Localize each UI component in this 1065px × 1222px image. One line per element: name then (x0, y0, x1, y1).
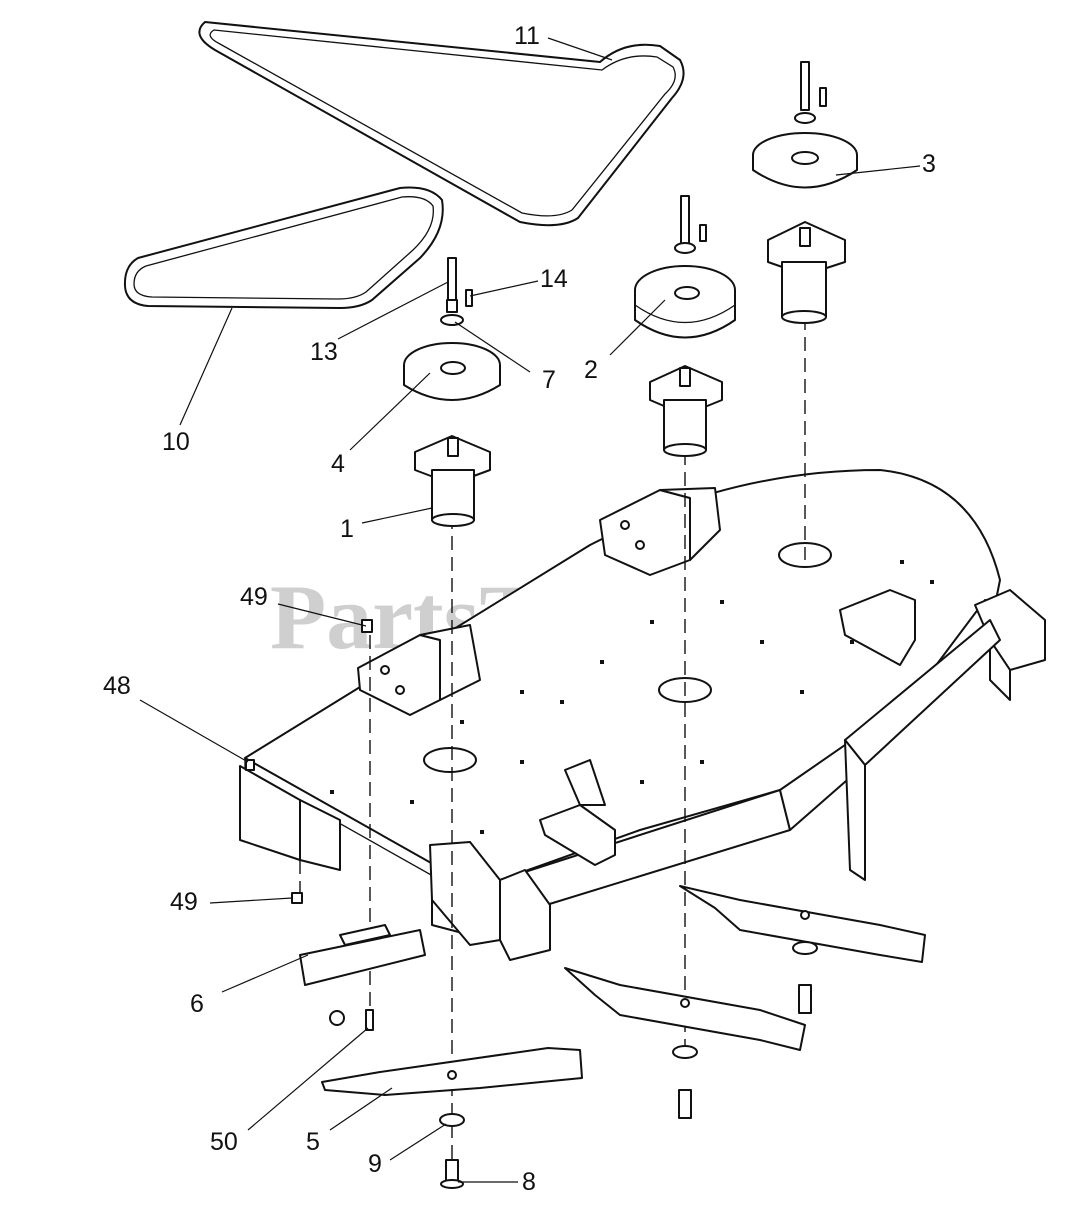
callout-8: 8 (522, 1168, 536, 1196)
callout-4: 4 (331, 450, 345, 478)
spindle-assembly-1[interactable] (403, 257, 501, 527)
washer-center[interactable] (672, 1045, 698, 1059)
frame-bracket-front[interactable] (429, 841, 551, 961)
baffle-6[interactable] (299, 924, 426, 1026)
callout-10: 10 (162, 428, 190, 456)
callout-5: 5 (306, 1128, 320, 1156)
belt-11[interactable] (198, 21, 685, 227)
callout-2: 2 (584, 356, 598, 384)
callout-14: 14 (540, 265, 568, 293)
blade-center[interactable] (564, 967, 806, 1051)
bolt-8[interactable] (440, 1159, 464, 1189)
washer-right[interactable] (792, 941, 818, 955)
callout-49-bottom: 49 (170, 888, 198, 916)
callout-11: 11 (514, 22, 540, 50)
blade-right[interactable] (679, 885, 926, 963)
callout-49-top: 49 (240, 583, 268, 611)
clip-49-bottom[interactable] (291, 892, 303, 904)
deck-bracket-center[interactable] (599, 487, 721, 576)
spindle-assembly-3[interactable] (752, 61, 858, 324)
blade-5[interactable] (321, 1047, 583, 1096)
frame-bracket-right[interactable] (974, 589, 1046, 701)
pin-50[interactable] (365, 1009, 374, 1031)
deck-bracket-left[interactable] (357, 624, 481, 716)
callout-13: 13 (310, 338, 338, 366)
callout-3: 3 (922, 150, 936, 178)
clip-48[interactable] (245, 759, 255, 771)
bolt-right[interactable] (798, 984, 812, 1014)
callout-1: 1 (340, 515, 354, 543)
leader-lines (139, 37, 921, 1183)
belt-10[interactable] (123, 186, 444, 309)
callout-50: 50 (210, 1128, 238, 1156)
spindle-assembly-2[interactable] (634, 195, 736, 457)
deck-bracket-mid[interactable] (539, 759, 616, 866)
bolt-center[interactable] (678, 1089, 692, 1119)
frame-rail[interactable] (844, 619, 1001, 881)
callout-9: 9 (368, 1150, 382, 1178)
clip-49-top[interactable] (361, 619, 373, 633)
key-14[interactable] (446, 299, 458, 313)
washer-9[interactable] (439, 1113, 465, 1127)
callout-6: 6 (190, 990, 204, 1018)
deck-bracket-right[interactable] (839, 589, 916, 666)
callout-48: 48 (103, 672, 131, 700)
callout-7: 7 (542, 366, 556, 394)
